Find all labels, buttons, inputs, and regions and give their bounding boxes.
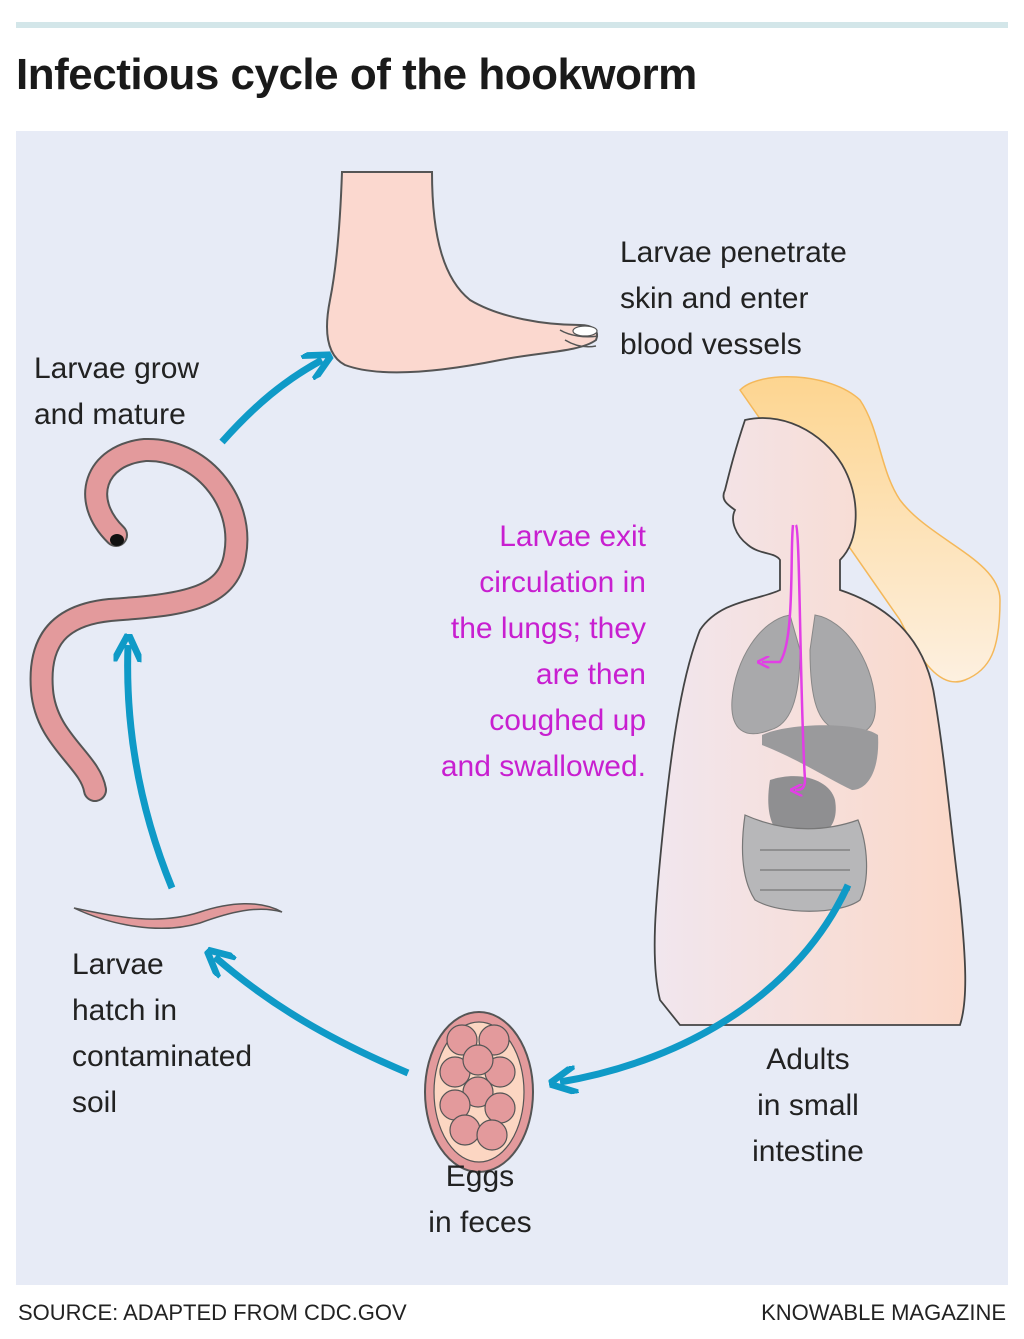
human-body-illustration (653, 375, 1001, 1026)
publisher-credit: KNOWABLE MAGAZINE (761, 1300, 1006, 1325)
label-line: coughed up (489, 704, 646, 737)
label-line: in feces (428, 1206, 532, 1239)
arrow-eggs-to-hatch (215, 957, 410, 1077)
label-larvae-grow: Larvae grow and mature (34, 346, 199, 438)
label-line: the lungs; they (450, 612, 646, 645)
label-larvae-hatch: Larvae hatch in contaminated soil (72, 942, 252, 1126)
label-line: Larvae (72, 948, 164, 981)
label-line: blood vessels (620, 328, 802, 361)
top-rule (16, 22, 1008, 28)
label-line: contaminated (72, 1040, 253, 1073)
cycle-arrows (128, 360, 852, 1082)
label-line: circulation in (479, 566, 646, 599)
label-adults: Adults in small intestine (728, 1037, 888, 1175)
hatching-larva-illustration (73, 903, 283, 929)
label-line: and swallowed. (440, 750, 646, 783)
arrow-grow-to-foot (219, 360, 322, 445)
label-line: and mature (34, 398, 186, 431)
label-line: intestine (752, 1135, 864, 1168)
label-line: Larvae penetrate (620, 236, 847, 269)
label-line: Eggs (445, 1160, 515, 1193)
source-credit: SOURCE: ADAPTED FROM CDC.GOV (18, 1300, 407, 1325)
label-line: skin and enter (620, 282, 809, 315)
mature-larva-illustration (29, 438, 249, 802)
label-line: soil (72, 1086, 118, 1119)
label-line: Larvae exit (499, 520, 646, 553)
label-line: in small (757, 1089, 859, 1122)
label-line: hatch in (72, 994, 178, 1027)
foot-illustration (326, 171, 599, 374)
egg-illustration (424, 1011, 534, 1173)
label-line: Adults (766, 1043, 850, 1076)
label-eggs: Eggs in feces (400, 1154, 560, 1246)
label-line: are then (535, 658, 646, 691)
label-larvae-penetrate: Larvae penetrate skin and enter blood ve… (620, 230, 847, 368)
arrow-hatch-to-grow (128, 645, 176, 890)
label-lungs: Larvae exit circulation in the lungs; th… (380, 514, 646, 790)
label-line: Larvae grow (34, 352, 200, 385)
page-title: Infectious cycle of the hookworm (16, 50, 697, 99)
arrow-intestine-to-eggs (560, 883, 852, 1082)
